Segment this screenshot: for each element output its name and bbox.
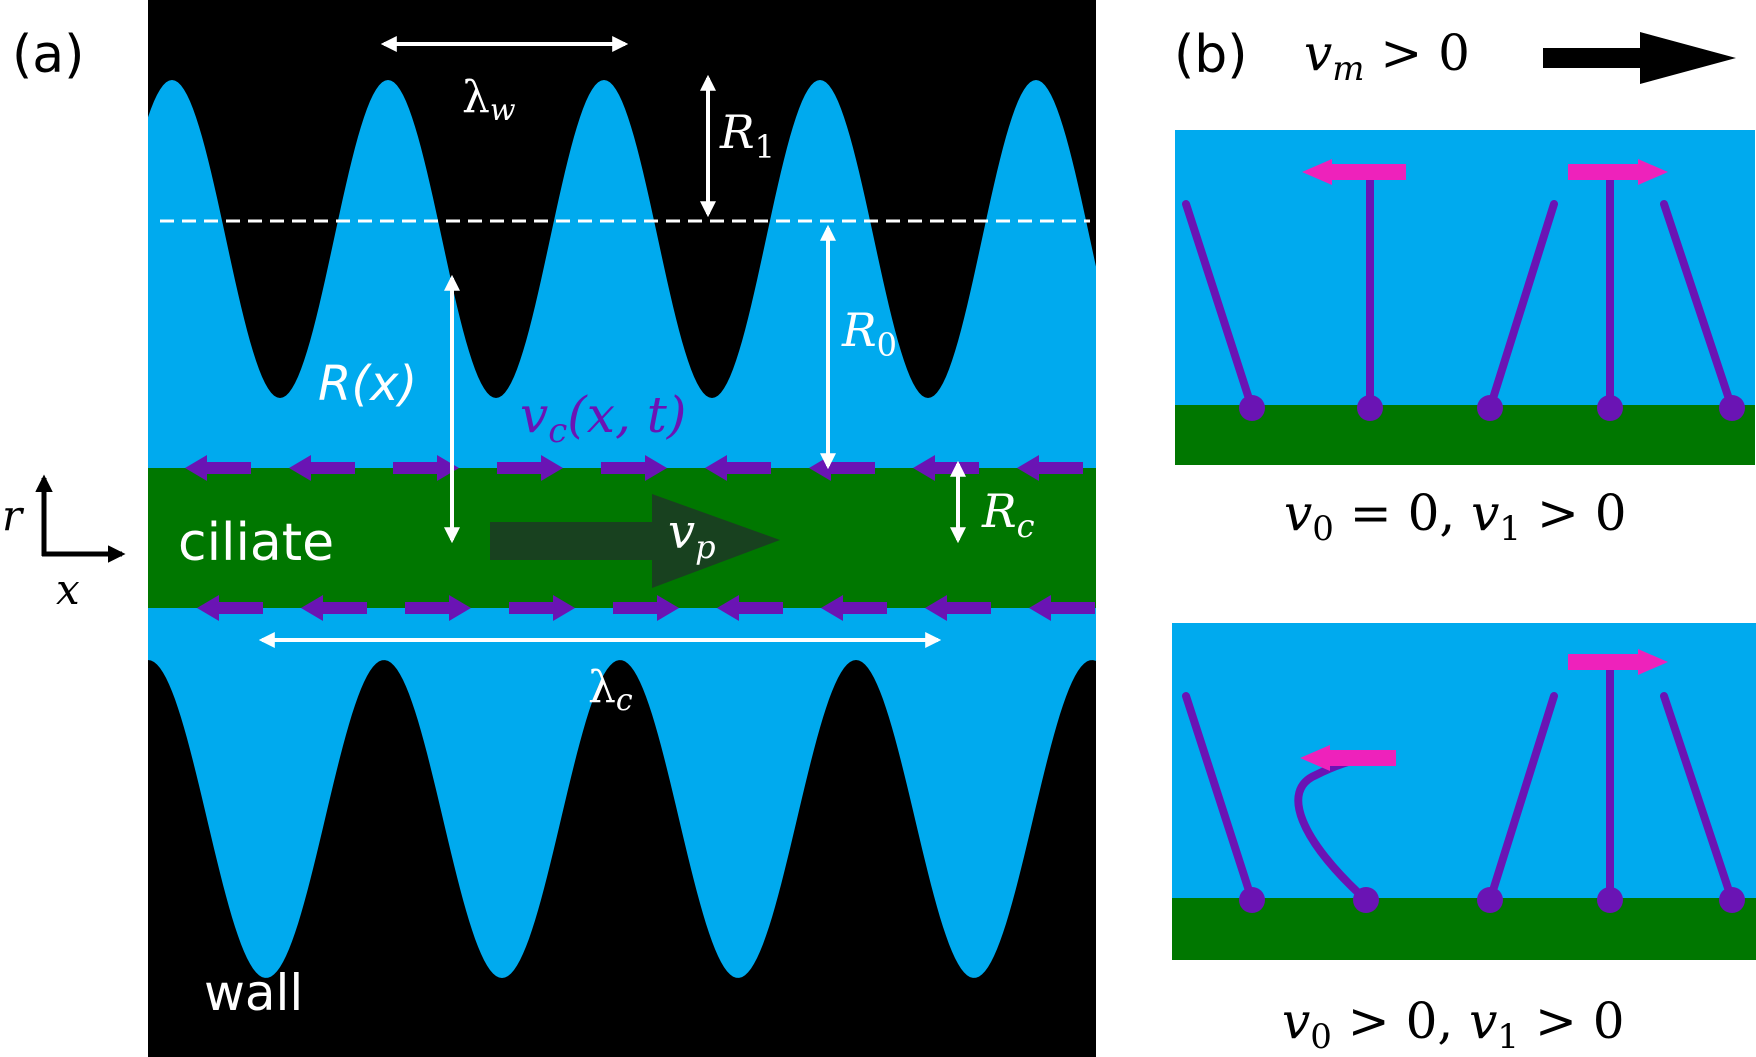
cilia-arrow-bottom-3 bbox=[509, 595, 575, 621]
cilia-arrow-top-0 bbox=[185, 455, 251, 481]
lambda-w-label: λw bbox=[462, 72, 516, 128]
lambda-c-label: λc bbox=[588, 662, 633, 718]
cilia-arrow-bottom-7 bbox=[925, 595, 991, 621]
vp-propulsion-arrow-icon bbox=[490, 494, 780, 588]
cilia-arrow-bottom-6 bbox=[821, 595, 887, 621]
cilium-5 bbox=[1660, 692, 1736, 904]
cilia-arrow-top-3 bbox=[497, 455, 563, 481]
cilia-arrow-bottom-2 bbox=[405, 595, 471, 621]
axis-x-label: x bbox=[56, 565, 80, 614]
cilia-velocity-arrows-top bbox=[185, 455, 1083, 481]
cilia-velocity-arrows-bottom bbox=[197, 595, 1095, 621]
cilia-arrow-bottom-5 bbox=[717, 595, 783, 621]
recovery-stroke-arrow bbox=[1302, 159, 1406, 185]
cilium-3 bbox=[1486, 200, 1558, 412]
panel-a: (a) λw R1 R0 R(x) vc(x, t) Rc v bbox=[2, 0, 1096, 1057]
coordinate-axes: r x bbox=[2, 474, 126, 614]
axis-r-label: r bbox=[2, 491, 25, 540]
beat-panel-top-cilia bbox=[1182, 159, 1745, 421]
cilium-base-5 bbox=[1719, 395, 1745, 421]
cilium-base-1 bbox=[1239, 887, 1265, 913]
cilia-arrow-top-5 bbox=[705, 455, 771, 481]
beat-panel-bottom-surface bbox=[1172, 898, 1756, 960]
vc-label: vc(x, t) bbox=[520, 386, 686, 451]
cilia-arrow-bottom-0 bbox=[197, 595, 263, 621]
ciliate-text: ciliate bbox=[178, 513, 334, 573]
cilia-arrow-top-2 bbox=[393, 455, 459, 481]
vp-label: vp bbox=[668, 504, 716, 566]
cilia-arrow-top-4 bbox=[601, 455, 667, 481]
Rx-label: R(x) bbox=[318, 356, 417, 412]
beat-panel-bottom-cilia bbox=[1182, 649, 1745, 913]
cilia-arrow-bottom-1 bbox=[301, 595, 367, 621]
cilia-arrow-bottom-4 bbox=[613, 595, 679, 621]
cilium-base-2 bbox=[1357, 395, 1383, 421]
panel-b-label: (b) bbox=[1174, 25, 1248, 85]
cilium-base-3 bbox=[1477, 395, 1503, 421]
cilium-base-4 bbox=[1597, 395, 1623, 421]
cilia-arrow-top-8 bbox=[1017, 455, 1083, 481]
power-stroke-arrow bbox=[1568, 649, 1668, 675]
beat-panel-top bbox=[1175, 130, 1755, 465]
cilium-base-2 bbox=[1353, 887, 1379, 913]
bottom-wall bbox=[148, 660, 1096, 1057]
panel-a-label: (a) bbox=[12, 25, 84, 85]
vm-label: vm > 0 bbox=[1304, 24, 1470, 89]
cilia-arrow-top-7 bbox=[913, 455, 979, 481]
cilia-arrow-bottom-8 bbox=[1029, 595, 1095, 621]
beat-panel-bottom bbox=[1172, 623, 1756, 960]
panel-b: (b) vm > 0 v0 = 0, v1 > 0 v0 > 0, v1 > 0 bbox=[1172, 24, 1756, 1057]
R1-label: R1 bbox=[719, 105, 775, 166]
R0-label: R0 bbox=[841, 303, 897, 364]
cilium-base-4 bbox=[1597, 887, 1623, 913]
cilia-arrow-top-1 bbox=[289, 455, 355, 481]
bottom-caption: v0 > 0, v1 > 0 bbox=[1282, 992, 1625, 1057]
top-wall bbox=[148, 0, 1096, 398]
beat-panel-top-surface bbox=[1175, 405, 1755, 465]
wall-text: wall bbox=[204, 964, 303, 1022]
power-stroke-arrow bbox=[1568, 159, 1668, 185]
cilium-5 bbox=[1660, 200, 1736, 412]
vm-direction-arrow-icon bbox=[1543, 32, 1736, 84]
cilium-1 bbox=[1182, 200, 1256, 412]
cilium-1 bbox=[1182, 692, 1256, 904]
cilium-base-5 bbox=[1719, 887, 1745, 913]
cilium-base-1 bbox=[1239, 395, 1265, 421]
cilium-base-3 bbox=[1477, 887, 1503, 913]
cilium-3 bbox=[1486, 692, 1558, 904]
recovery-stroke-arrow bbox=[1300, 745, 1396, 771]
Rc-label: Rc bbox=[981, 484, 1035, 545]
top-caption: v0 = 0, v1 > 0 bbox=[1284, 484, 1627, 549]
